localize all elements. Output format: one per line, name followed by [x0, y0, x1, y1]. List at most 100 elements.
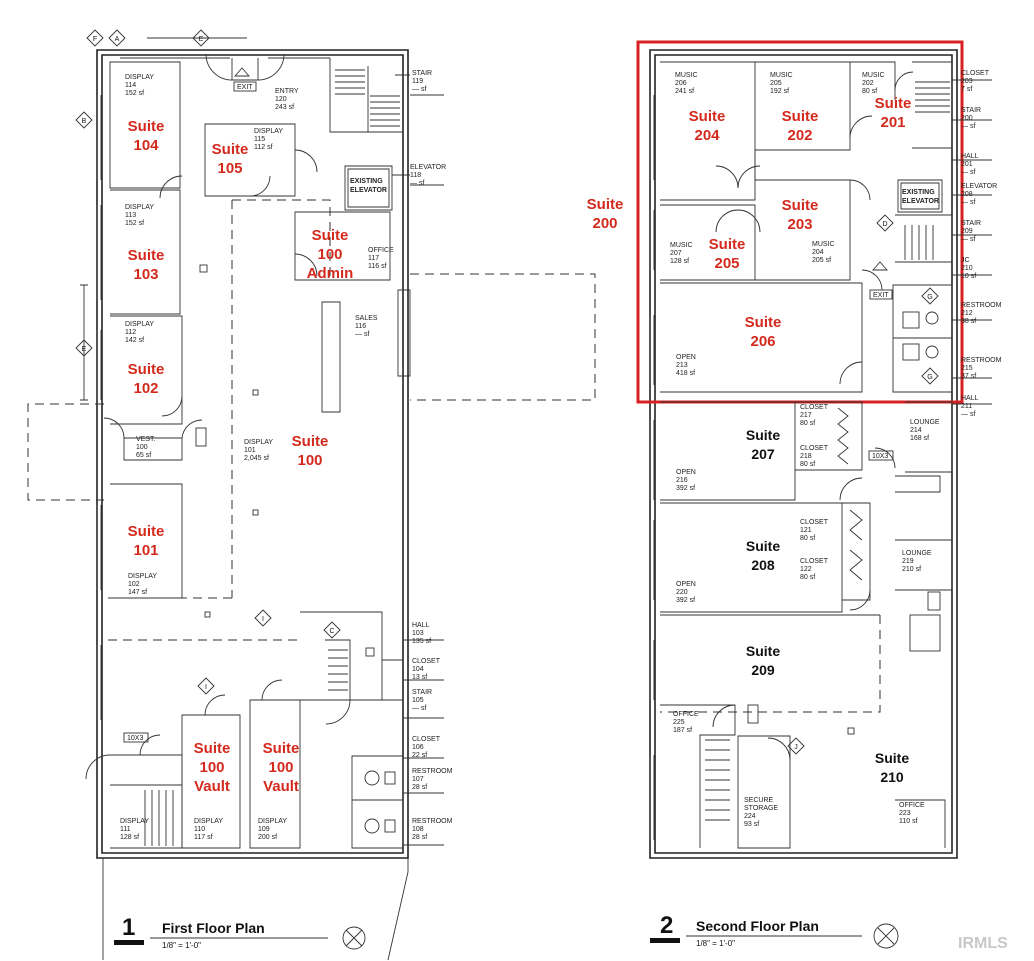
- room-label-line: DISPLAY: [120, 818, 149, 825]
- first-exit-label: EXIT: [237, 84, 253, 91]
- room-label-line: 209: [961, 228, 973, 235]
- room-label-line: STAIR: [961, 107, 981, 114]
- room-label-line: MUSIC: [812, 241, 835, 248]
- suite-label-line: 210: [880, 769, 904, 785]
- room-label-line: 22 sf: [412, 752, 427, 759]
- grid-tag-a: A: [115, 36, 120, 43]
- room-label-line: HALL: [412, 622, 430, 629]
- room-label-line: MUSIC: [770, 72, 793, 79]
- suite-label-line: Suite: [746, 643, 780, 659]
- room-label-line: DISPLAY: [125, 321, 154, 328]
- room-label-line: 105: [412, 697, 424, 704]
- room-label-line: — sf: [410, 180, 424, 187]
- room-label-line: 106: [412, 744, 424, 751]
- suite-label-line: Suite: [128, 118, 165, 135]
- room-label-line: OPEN: [676, 354, 696, 361]
- room-label-line: 418 sf: [676, 370, 695, 377]
- suite-label-line: Suite: [745, 314, 782, 331]
- room-label-line: 110: [194, 826, 205, 833]
- room-label-line: 204: [812, 249, 824, 256]
- room-label-line: 116: [355, 323, 366, 330]
- suite-label-line: Admin: [307, 265, 354, 282]
- room-label-line: CLOSET: [800, 558, 829, 565]
- room-label-line: DISPLAY: [254, 128, 283, 135]
- grid-tag-j: J: [794, 744, 798, 751]
- room-label-line: 28 sf: [412, 784, 427, 791]
- room-label-line: 110 sf: [899, 818, 918, 825]
- room-label-line: 113: [125, 212, 136, 219]
- suite-label-line: Suite: [128, 247, 165, 264]
- room-label-line: 119: [412, 78, 423, 85]
- room-label-line: 114: [125, 82, 136, 89]
- room-label-line: CLOSET: [800, 404, 829, 411]
- first-floor-plan: F A E B E I I C EXISTING ELEVATOR EXIT 1…: [27, 29, 596, 961]
- room-label-line: OPEN: [676, 581, 696, 588]
- first-floor-number: 1: [122, 914, 135, 941]
- room-label-line: 216: [676, 477, 688, 484]
- room-label-line: OFFICE: [673, 711, 699, 718]
- suite-label-line: Vault: [263, 778, 299, 795]
- first-floor-scale: 1/8" = 1'-0": [162, 941, 201, 950]
- room-label-line: 219: [902, 558, 914, 565]
- room-label-line: RESTROOM: [412, 768, 453, 775]
- first-10x3-label: 10X3: [127, 735, 143, 742]
- second-floor-north-arrow: [873, 923, 899, 949]
- room-label-line: CLOSET: [800, 445, 829, 452]
- room-label-line: 200 sf: [258, 834, 277, 841]
- room-label-line: 38 sf: [961, 318, 976, 325]
- room-label-line: LOUNGE: [902, 550, 932, 557]
- room-label-line: 117 sf: [194, 834, 213, 841]
- grid-tag-b: B: [82, 118, 87, 125]
- room-label-line: DISPLAY: [244, 439, 273, 446]
- room-label-line: 211: [961, 403, 972, 410]
- room-label-line: MUSIC: [670, 242, 693, 249]
- second-10x3-label: 10X3: [872, 453, 888, 460]
- second-floor-grid-tags: G G D J: [787, 214, 939, 755]
- room-label-line: — sf: [412, 86, 426, 93]
- room-label-line: DISPLAY: [258, 818, 287, 825]
- room-label-line: — sf: [961, 169, 975, 176]
- room-label-line: SALES: [355, 315, 378, 322]
- room-label-line: STAIR: [412, 689, 432, 696]
- suite-label-line: Suite: [587, 196, 624, 213]
- room-label-line: 147 sf: [128, 589, 147, 596]
- room-label-line: ELEVATOR: [961, 183, 997, 190]
- room-label-line: 80 sf: [800, 574, 815, 581]
- grid-tag-g-upper: G: [927, 294, 932, 301]
- room-label-line: 214: [910, 427, 922, 434]
- suite-label-line: Suite: [194, 740, 231, 757]
- room-label-line: STAIR: [412, 70, 432, 77]
- room-label-line: 80 sf: [800, 420, 815, 427]
- room-label-line: 112 sf: [254, 144, 273, 151]
- suite-label-line: Suite: [212, 141, 249, 158]
- room-label-line: 120: [275, 96, 287, 103]
- room-label-line: 128 sf: [670, 258, 689, 265]
- first-floor-grid-tags: F A E B E I I C: [75, 29, 341, 695]
